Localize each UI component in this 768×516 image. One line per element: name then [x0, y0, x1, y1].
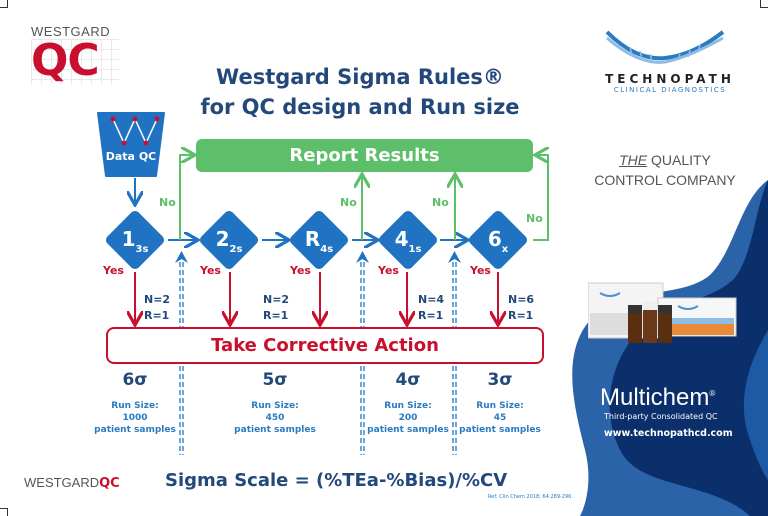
no-label: No: [340, 196, 357, 209]
rule-diamond-3: [289, 210, 349, 270]
crop-mark: [0, 0, 8, 8]
crop-mark: [0, 508, 8, 516]
rule-label-r4s: R4s: [304, 227, 334, 255]
page-title: Westgard Sigma Rules® for QC design and …: [180, 62, 540, 122]
rule-diamond-2: [199, 210, 259, 270]
rule-diamond-5: [468, 210, 528, 270]
rule-label-1s3: 13s: [121, 227, 149, 255]
corrective-action-box: Take Corrective Action: [106, 327, 544, 364]
yes-label: Yes: [470, 264, 491, 277]
connector-no-4: [533, 155, 549, 241]
sigma-level-4: 4σ: [395, 370, 421, 390]
yes-label: Yes: [103, 264, 124, 277]
data-qc-shape: [97, 112, 165, 177]
up-arrow-icon: [175, 251, 188, 263]
sigma-level-6: 6σ: [122, 370, 148, 390]
rule-label-4s1: 41s: [394, 227, 422, 255]
yes-label: Yes: [378, 264, 399, 277]
rule-diamond-1: [105, 210, 165, 270]
yes-label: Yes: [290, 264, 311, 277]
blue-wave-background: [572, 180, 768, 516]
reference-citation: Ref: Clin Chem 2018; 64:289-296.: [488, 494, 573, 500]
no-label: No: [159, 196, 176, 209]
up-arrow-icon: [356, 251, 369, 263]
no-label: No: [432, 196, 449, 209]
dna-helix-icon: [605, 30, 725, 64]
data-qc-label: Data QC: [105, 150, 157, 163]
product-url[interactable]: www.technopathcd.com: [604, 428, 733, 439]
tagline-quality: QUALITY: [647, 152, 711, 168]
up-arrow-icon: [448, 251, 461, 263]
yes-label: Yes: [200, 264, 221, 277]
tagline-company: CONTROL COMPANY: [594, 172, 736, 188]
technopath-subtitle: CLINICAL DIAGNOSTICS: [613, 86, 727, 94]
crop-mark: [760, 0, 768, 8]
westgard-footer-logo: WESTGARDQC: [24, 475, 120, 491]
sigma-level-5: 5σ: [262, 370, 288, 390]
westgard-logo-word: WESTGARD: [31, 24, 111, 39]
rule-label-6x: 6x: [487, 227, 509, 255]
sigma-level-3: 3σ: [487, 370, 513, 390]
title-line-2: for QC design and Run size: [200, 95, 520, 119]
product-name: Multichem®: [600, 384, 716, 411]
product-image: [588, 282, 737, 343]
title-line-1: Westgard Sigma Rules®: [216, 65, 504, 89]
sigma-formula: Sigma Scale = (%TEa-%Bias)/%CV: [165, 470, 508, 491]
rule-diamond-4: [378, 210, 438, 270]
tagline-the: THE: [619, 152, 648, 168]
report-results-box: Report Results: [196, 139, 533, 172]
technopath-name: TECHNOPATH: [605, 72, 735, 86]
product-subtitle: Third-party Consolidated QC: [604, 412, 718, 421]
flowchart-connectors: [97, 112, 549, 455]
connector-no-1: [179, 155, 193, 240]
no-label: No: [526, 212, 543, 225]
rule-label-2s2: 22s: [215, 227, 243, 255]
tagline: THE QUALITY CONTROL COMPANY: [575, 150, 755, 190]
westgard-logo-qc: QC: [31, 39, 119, 84]
